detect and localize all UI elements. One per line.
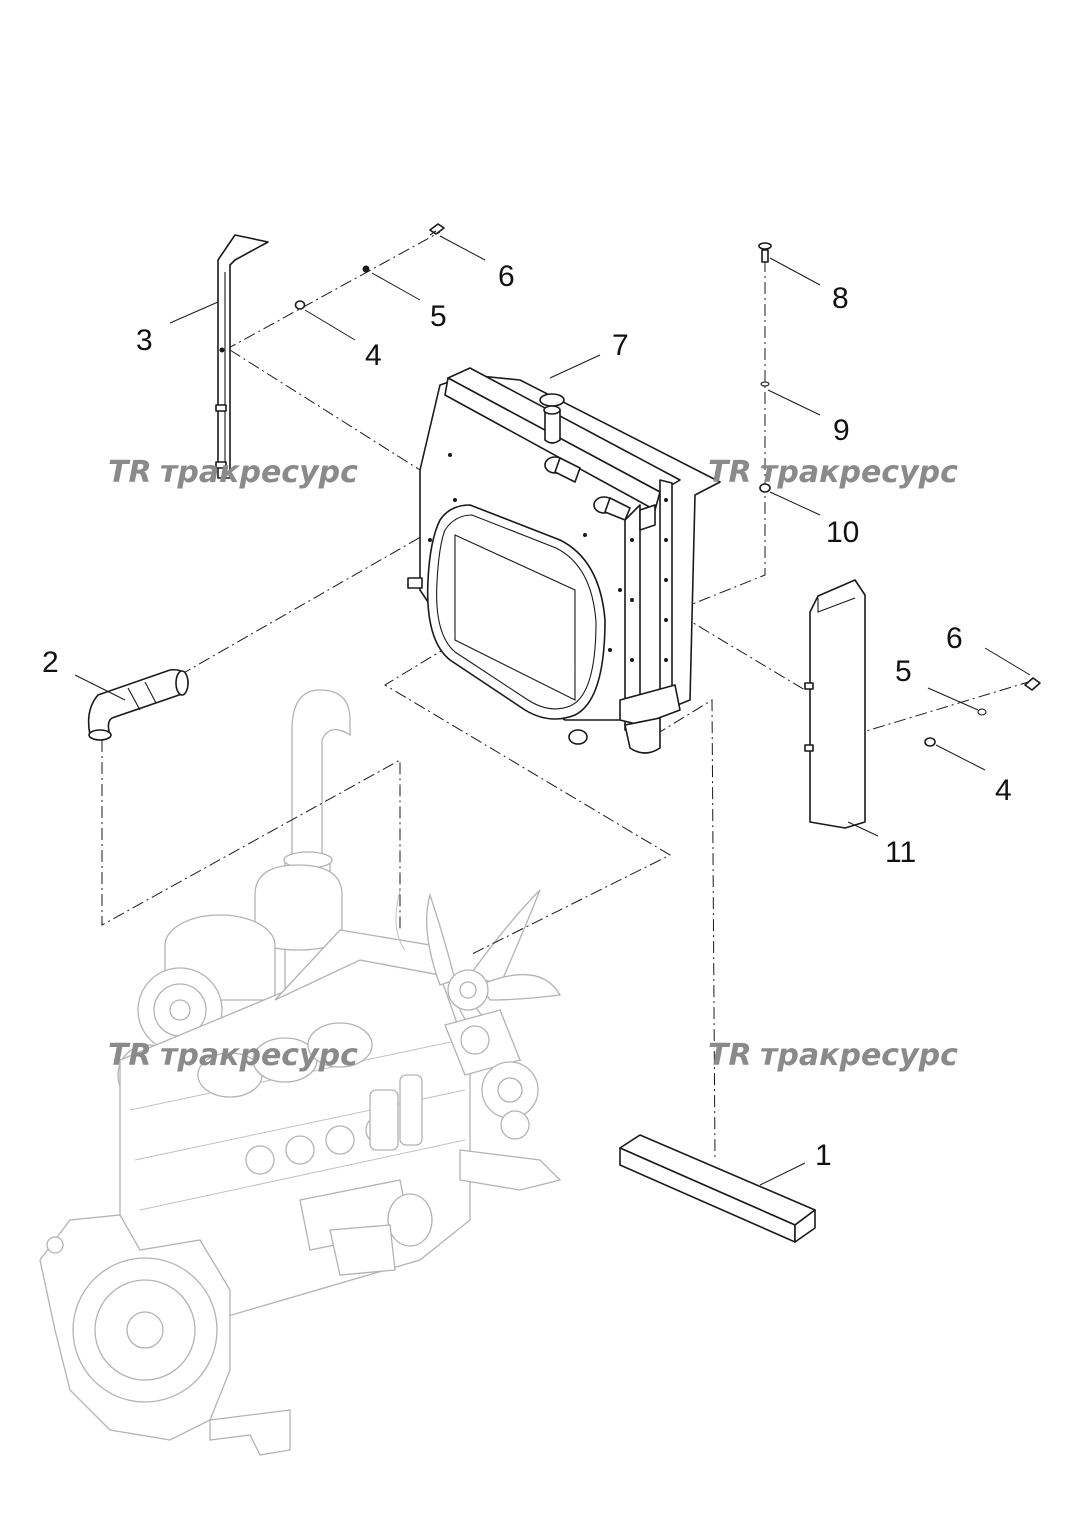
callout-numbers: 1 2 3 4 5 6 7 8 9 10 6 5 4 11 xyxy=(42,260,1012,1172)
part-1-strip xyxy=(619,1134,816,1243)
watermark-text: тракресурс xyxy=(760,1038,958,1073)
watermark-logo-icon: TR xyxy=(708,1038,752,1073)
callout-6-left: 6 xyxy=(498,260,515,293)
watermark-top-right: TR тракресурс xyxy=(708,455,958,490)
watermark-logo-icon: TR xyxy=(108,1038,152,1073)
callout-10: 10 xyxy=(826,516,859,549)
callout-5-left: 5 xyxy=(430,300,447,333)
part-3-bracket xyxy=(215,234,269,479)
assembly-guide-lines xyxy=(101,231,1036,1161)
fasteners-right-vertical xyxy=(758,242,772,493)
watermark-text: тракресурс xyxy=(160,455,358,490)
watermark-bottom-left: TR тракресурс xyxy=(108,1038,358,1073)
callout-4-left: 4 xyxy=(365,339,382,372)
callout-3: 3 xyxy=(136,324,153,357)
leader-lines xyxy=(74,235,1031,1186)
callout-11: 11 xyxy=(885,836,916,869)
part-2-hose xyxy=(87,668,189,741)
watermark-bottom-right: TR тракресурс xyxy=(708,1038,958,1073)
watermark-logo-icon: TR xyxy=(708,455,752,490)
callout-2: 2 xyxy=(42,646,59,679)
callout-7: 7 xyxy=(612,329,629,362)
part-11-shield xyxy=(804,579,866,829)
callout-9: 9 xyxy=(833,414,850,447)
fasteners-top-left xyxy=(294,223,445,310)
fasteners-right xyxy=(924,677,1041,747)
watermark-logo-icon: TR xyxy=(108,455,152,490)
callout-4-right: 4 xyxy=(995,774,1012,807)
callout-5-right: 5 xyxy=(895,655,912,688)
watermark-top-left: TR тракресурс xyxy=(108,455,358,490)
callout-1: 1 xyxy=(815,1139,832,1172)
callout-8: 8 xyxy=(832,282,849,315)
part-7-radiator xyxy=(407,367,721,754)
watermark-text: тракресурс xyxy=(760,455,958,490)
callout-6-right: 6 xyxy=(946,622,963,655)
watermark-text: тракресурс xyxy=(160,1038,358,1073)
engine-ghost-drawing xyxy=(39,689,562,1456)
